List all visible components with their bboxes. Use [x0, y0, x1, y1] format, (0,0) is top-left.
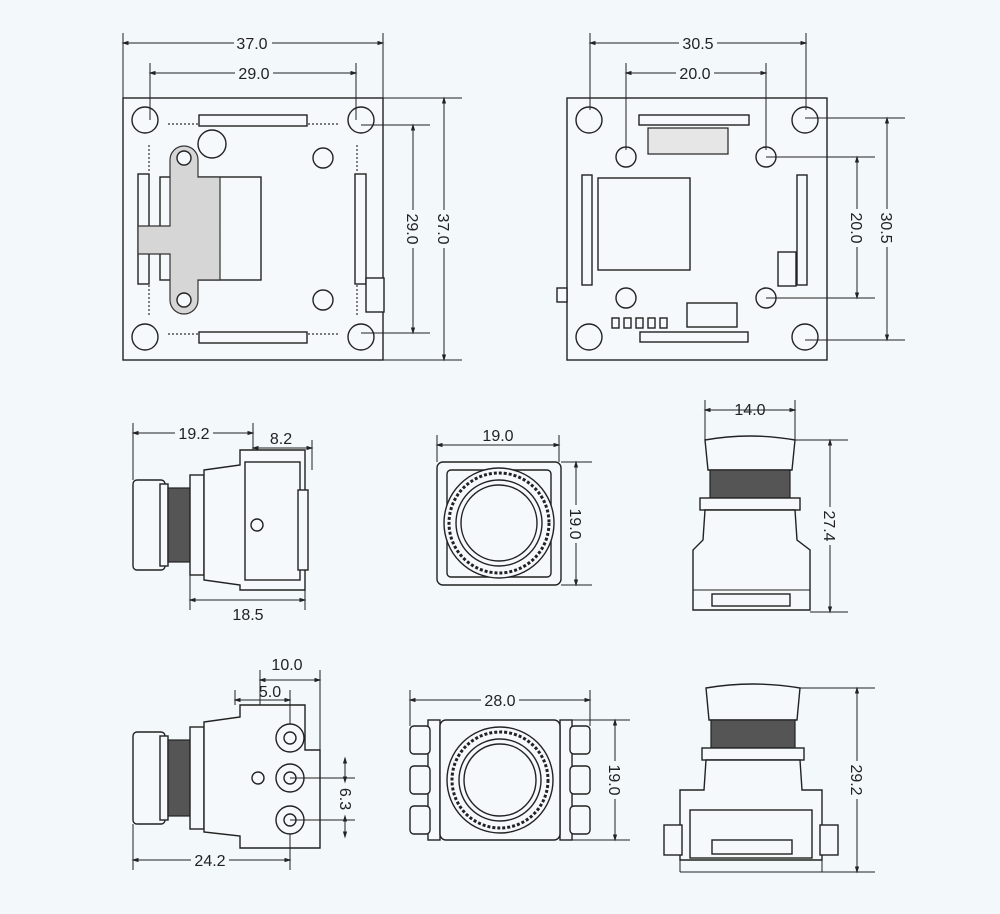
dim-top-height: 27.4: [820, 510, 837, 541]
dim-front-bracket-width: 28.0: [484, 693, 515, 710]
dim-board-a-width-holes: 29.0: [238, 66, 269, 83]
dim-board-b-height-outer: 30.5: [877, 212, 894, 243]
dim-top-lens-width: 14.0: [734, 402, 765, 419]
top-view-drawing: [692, 400, 848, 614]
dim-front-bracket-height: 19.0: [605, 764, 622, 795]
front-view-bracket-drawing: [408, 690, 630, 842]
dim-board-a-height-holes: 29.0: [403, 213, 420, 244]
dim-bracket-offset-a: 10.0: [271, 657, 302, 674]
dim-front-width: 19.0: [482, 428, 513, 445]
dim-board-b-width-holes: 20.0: [679, 66, 710, 83]
dim-board-a-height-outer: 37.0: [434, 213, 451, 244]
dim-side-body-length: 18.5: [232, 607, 263, 624]
dim-bracket-offset-b: 5.0: [259, 684, 281, 701]
dim-board-b-height-holes: 20.0: [847, 212, 864, 243]
side-view-drawing: [131, 423, 314, 610]
front-view-drawing: [435, 435, 592, 587]
dim-board-a-width-outer: 37.0: [236, 36, 267, 53]
dim-board-b-width-outer: 30.5: [682, 36, 713, 53]
side-view-bracket-drawing: [131, 670, 355, 870]
board-b-drawing: [556, 33, 905, 361]
dim-bracket-hole-pitch: 6.3: [336, 788, 353, 810]
top-view-bracket-drawing: [663, 683, 875, 874]
board-a-drawing: [121, 33, 462, 362]
dim-front-height: 19.0: [566, 508, 583, 539]
dim-top-bracket-height: 29.2: [847, 764, 864, 795]
dim-side-length-total: 19.2: [178, 426, 209, 443]
dim-side-body-back: 8.2: [270, 431, 292, 448]
dim-bracket-length-total: 24.2: [194, 853, 225, 870]
